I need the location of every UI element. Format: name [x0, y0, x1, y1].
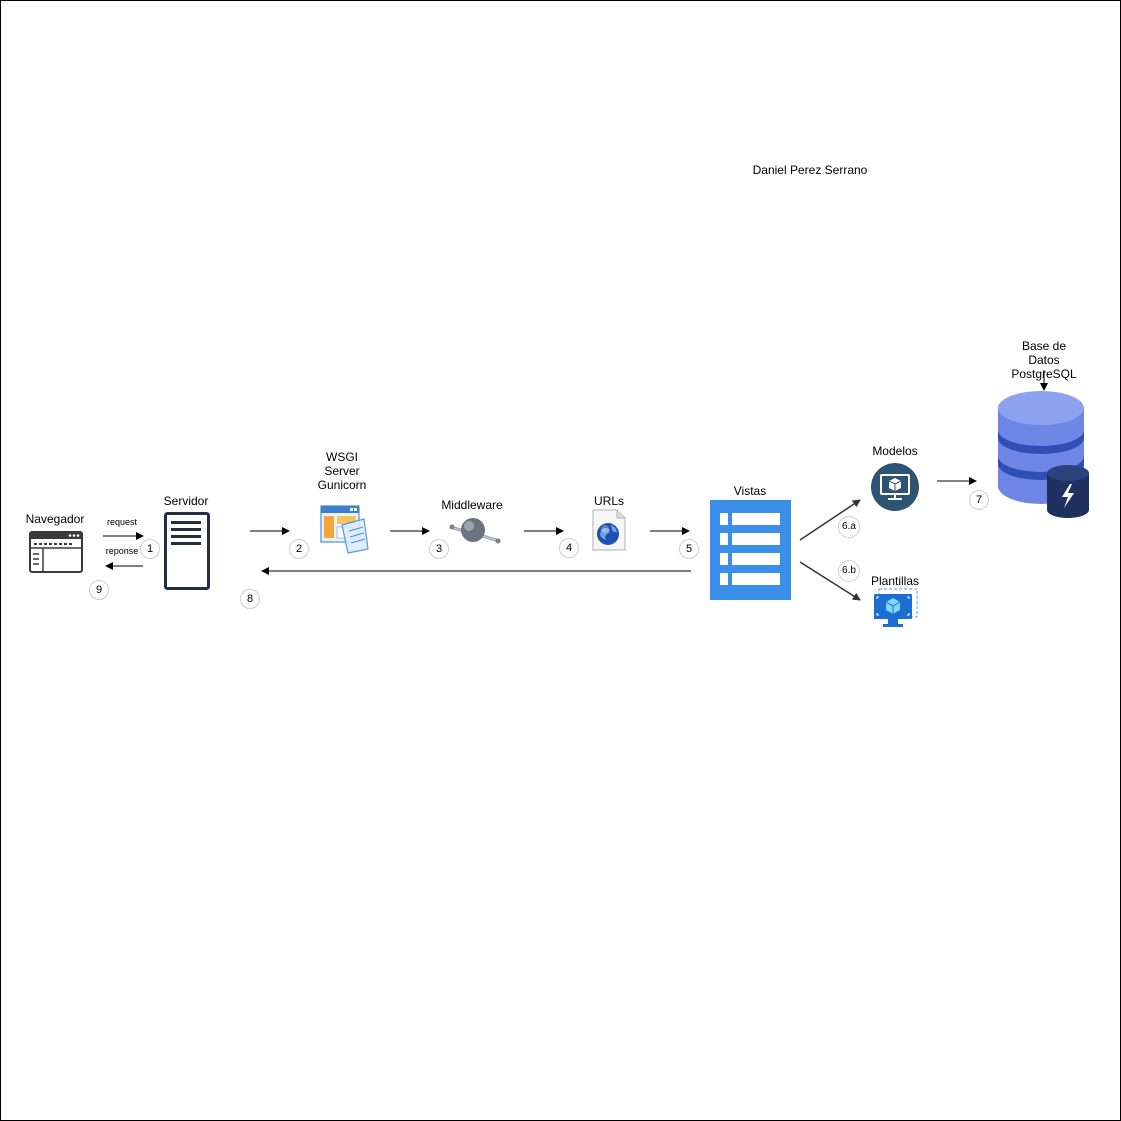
database-label: Base de Datos PostgreSQL	[1004, 339, 1084, 381]
plantillas-label: Plantillas	[870, 574, 920, 588]
wsgi-label-line2: Server	[324, 464, 360, 478]
monitor-cube-frame-icon[interactable]	[871, 588, 921, 630]
browser-window-icon[interactable]	[29, 531, 83, 573]
database-label-line3: PostgreSQL	[1011, 367, 1077, 381]
modelos-label: Modelos	[872, 444, 918, 458]
step-badge-5: 5	[679, 539, 699, 559]
database-label-line2: Datos	[1028, 353, 1060, 367]
urls-label: URLs	[593, 494, 624, 508]
globe-document-icon[interactable]	[591, 509, 627, 551]
database-bolt-icon[interactable]	[997, 390, 1093, 520]
vistas-label: Vistas	[733, 484, 767, 498]
connector-ball-icon[interactable]	[448, 515, 502, 547]
step-badge-2: 2	[289, 539, 309, 559]
monitor-cube-icon[interactable]	[870, 462, 920, 512]
wsgi-label-line1: WSGI	[326, 450, 358, 464]
step-badge-9: 9	[89, 580, 109, 600]
reponse-label: reponse	[105, 546, 139, 556]
list-icon[interactable]	[710, 500, 791, 600]
wsgi-label: WSGI Server Gunicorn	[302, 450, 382, 492]
request-label: request	[106, 517, 138, 527]
wsgi-label-line3: Gunicorn	[317, 478, 367, 492]
edge-vistas-modelos	[799, 499, 861, 541]
step-badge-6a: 6.a	[838, 516, 860, 538]
step-badge-4: 4	[559, 538, 579, 558]
navegador-label: Navegador	[25, 512, 85, 526]
edge-vistas-plantillas	[799, 561, 861, 601]
database-label-line1: Base de	[1021, 339, 1067, 353]
step-badge-7: 7	[969, 490, 989, 510]
step-badge-8: 8	[240, 589, 260, 609]
application-window-icon[interactable]	[320, 505, 370, 555]
servidor-label: Servidor	[163, 494, 209, 508]
server-icon[interactable]	[164, 512, 210, 590]
middleware-label: Middleware	[441, 498, 503, 512]
step-badge-6b: 6.b	[838, 560, 860, 582]
step-badge-1: 1	[140, 539, 160, 559]
step-badge-3: 3	[429, 539, 449, 559]
author-label: Daniel Perez Serrano	[752, 163, 868, 177]
